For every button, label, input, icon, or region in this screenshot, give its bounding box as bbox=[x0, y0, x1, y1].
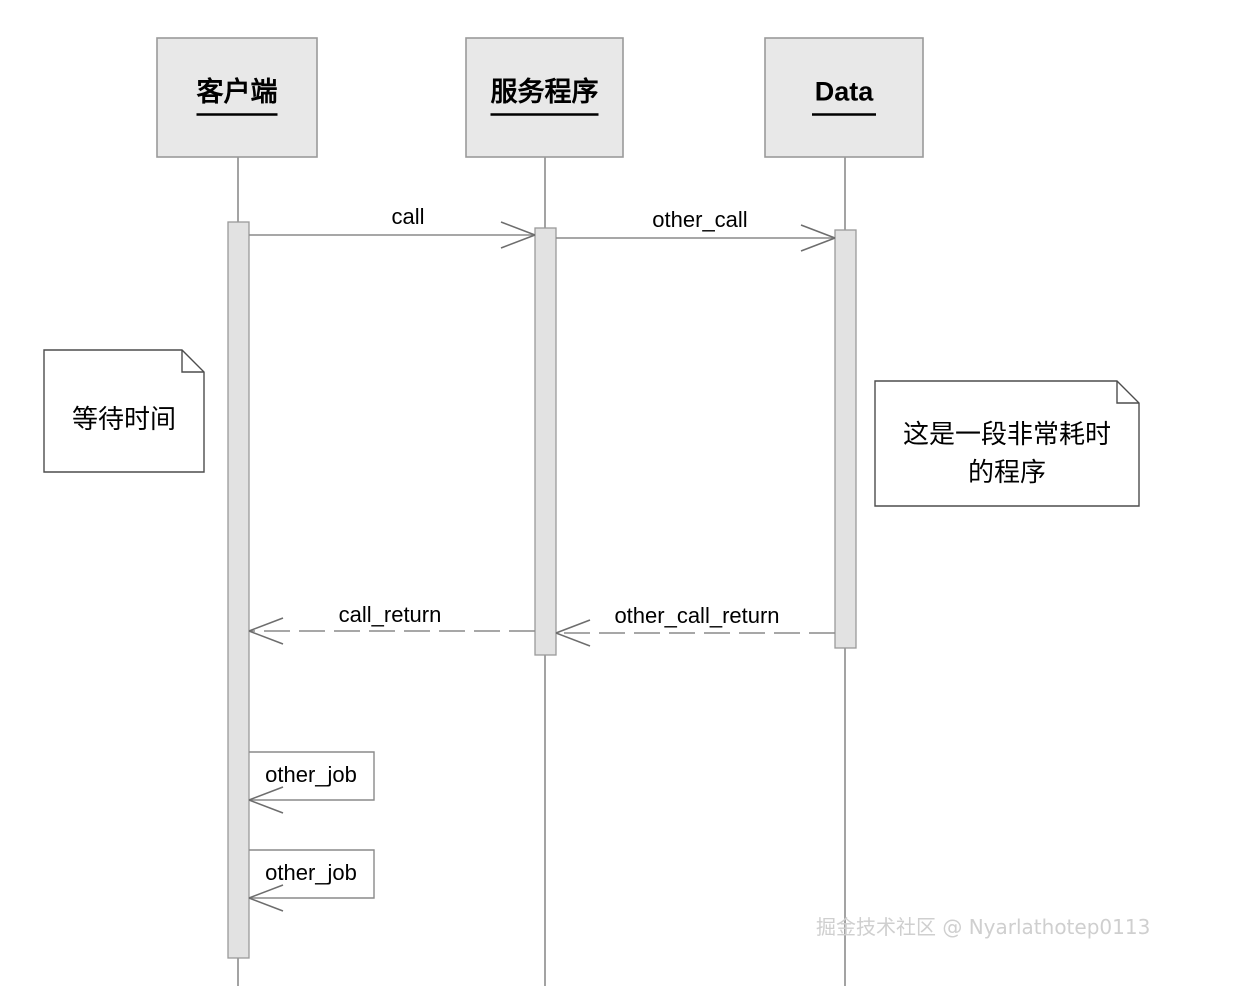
note-body bbox=[43, 349, 205, 473]
note-fold-corner bbox=[1116, 381, 1139, 404]
note-body bbox=[874, 380, 1140, 507]
message-label-call_return: call_return bbox=[339, 602, 442, 627]
participant-client[interactable]: 客户端 bbox=[156, 37, 318, 158]
message-label-other_call_return: other_call_return bbox=[614, 603, 779, 628]
self-message-label-other_job_2: other_job bbox=[265, 860, 357, 885]
message-arrowhead-call_return bbox=[248, 617, 284, 645]
messages-group: call other_call call_return other_call_retu… bbox=[248, 204, 836, 647]
message-other_call[interactable]: other_call bbox=[556, 207, 836, 252]
self-message-arrowhead-other_job_1 bbox=[248, 786, 284, 814]
message-label-other_call: other_call bbox=[652, 207, 747, 232]
self-message-label-other_job_1: other_job bbox=[265, 762, 357, 787]
activation-bars-group bbox=[227, 221, 857, 959]
self-message-path-other_job_1 bbox=[249, 751, 375, 801]
watermark-label: 掘金技术社区 @ Nyarlathotep0113 bbox=[816, 915, 1150, 939]
self-message-other_job_2[interactable]: other_job bbox=[248, 849, 375, 912]
note-fold-corner bbox=[181, 350, 204, 373]
message-call_return[interactable]: call_return bbox=[248, 602, 535, 645]
note-text-line: 等待时间 bbox=[72, 405, 176, 435]
participant-server[interactable]: 服务程序 bbox=[465, 37, 624, 158]
message-call[interactable]: call bbox=[249, 204, 536, 249]
message-arrowhead-call bbox=[500, 221, 536, 249]
self-messages-group: other_job other_job bbox=[248, 751, 375, 912]
message-arrowhead-other_call bbox=[800, 224, 836, 252]
participant-data[interactable]: Data bbox=[764, 37, 924, 158]
message-arrowhead-other_call_return bbox=[555, 619, 591, 647]
note-text-line: 这是一段非常耗时 bbox=[903, 420, 1111, 450]
note-wait-time[interactable]: 等待时间 bbox=[43, 349, 205, 473]
message-label-call: call bbox=[391, 204, 424, 229]
participant-label-client: 客户端 bbox=[197, 76, 278, 108]
note-text-line: 的程序 bbox=[968, 458, 1046, 488]
participant-label-data: Data bbox=[815, 77, 875, 107]
activation-bar-client bbox=[227, 221, 250, 959]
notes-group: 等待时间这是一段非常耗时的程序 bbox=[43, 349, 1140, 507]
message-other_call_return[interactable]: other_call_return bbox=[555, 603, 835, 647]
watermark-group: 掘金技术社区 @ Nyarlathotep0113 bbox=[816, 915, 1150, 939]
activation-bar-data bbox=[834, 229, 857, 649]
self-message-other_job_1[interactable]: other_job bbox=[248, 751, 375, 814]
self-message-arrowhead-other_job_2 bbox=[248, 884, 284, 912]
participant-boxes-group: 客户端 服务程序 Data bbox=[156, 37, 924, 158]
participant-label-server: 服务程序 bbox=[491, 76, 599, 108]
activation-bar-server bbox=[534, 227, 557, 656]
self-message-path-other_job_2 bbox=[249, 849, 375, 899]
